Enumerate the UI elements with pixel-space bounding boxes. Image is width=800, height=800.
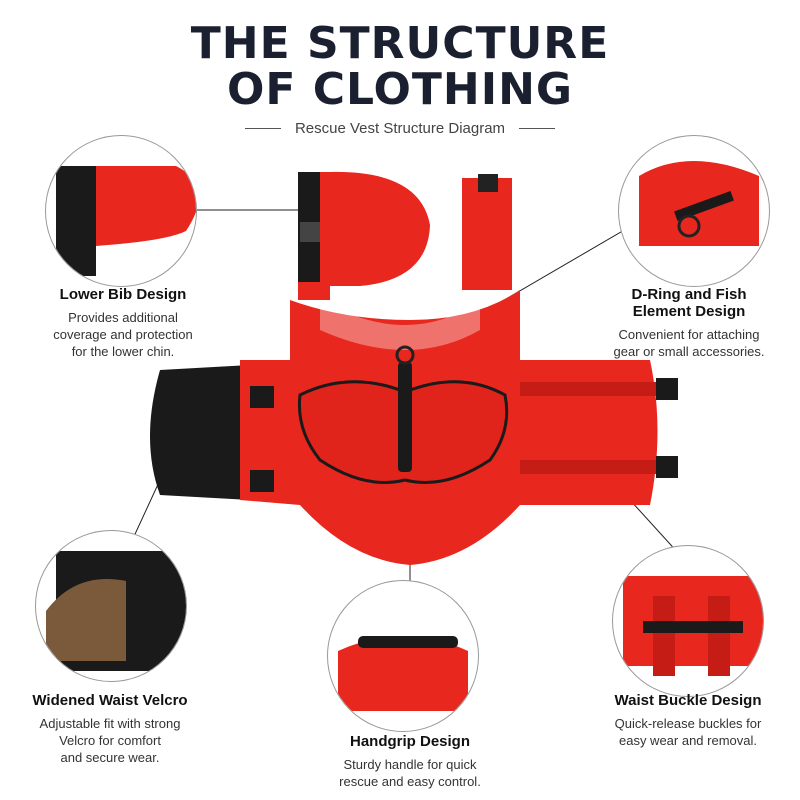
inset-handgrip [327, 580, 479, 732]
buckle-right-lower [656, 456, 678, 478]
buckle-left-upper [250, 386, 274, 408]
diagram-subtitle: Rescue Vest Structure Diagram [294, 120, 506, 137]
callout-waist-buckle-heading: Waist Buckle Design [614, 692, 762, 709]
subtitle-rule-right [519, 128, 556, 129]
buckle-left-lower [250, 470, 274, 492]
callout-lower-bib-text-3: for the lower chin. [71, 344, 175, 359]
inset-d-ring [618, 135, 770, 287]
callout-handgrip-heading: Handgrip Design [349, 733, 470, 750]
callout-d-ring: D-Ring and Fish Element Design Convenien… [569, 286, 800, 360]
lower-bib [298, 171, 430, 300]
callout-lower-bib: Lower Bib Design Provides additional cov… [3, 286, 243, 360]
callout-d-ring-text-2: gear or small accessories. [613, 344, 765, 359]
callout-waist-velcro: Widened Waist Velcro Adjustable fit with… [0, 692, 230, 766]
page-title-line-1: THE STRUCTURE [190, 18, 610, 69]
waist-velcro-panel [150, 365, 250, 500]
callout-waist-velcro-heading: Widened Waist Velcro [32, 692, 188, 709]
inset-lower-bib [45, 135, 197, 287]
callout-lower-bib-text-1: Provides additional [68, 310, 178, 325]
waist-strap-lower [520, 460, 660, 474]
callout-waist-buckle-text-2: easy wear and removal. [618, 733, 757, 748]
d-ring [395, 345, 415, 365]
callout-waist-velcro-text-2: Velcro for comfort [59, 733, 161, 748]
callout-waist-buckle: Waist Buckle Design Quick-release buckle… [568, 692, 800, 749]
callout-d-ring-heading-1: D-Ring and Fish [631, 286, 747, 303]
waist-strap-upper [520, 382, 660, 396]
callout-handgrip-text-2: rescue and easy control. [339, 774, 481, 789]
callout-waist-velcro-text-1: Adjustable fit with strong [39, 716, 181, 731]
callout-waist-velcro-text-3: and secure wear. [60, 750, 160, 765]
inset-waist-buckle [612, 545, 764, 697]
callout-lower-bib-heading: Lower Bib Design [59, 286, 187, 303]
callout-waist-buckle-text-1: Quick-release buckles for [614, 716, 762, 731]
callout-handgrip-text-1: Sturdy handle for quick [343, 757, 477, 772]
subtitle-row: Rescue Vest Structure Diagram [0, 120, 800, 137]
handgrip-handle [398, 362, 412, 472]
vest-neck [290, 290, 520, 360]
subtitle-rule-left [244, 128, 281, 129]
vest-neck-inner [320, 300, 480, 350]
callout-handgrip: Handgrip Design Sturdy handle for quick … [290, 733, 530, 790]
callout-d-ring-text-1: Convenient for attaching [618, 327, 760, 342]
shoulder-strap [462, 174, 512, 290]
page-title-line-2: OF CLOTHING [226, 64, 574, 115]
callout-d-ring-heading-2: Element Design [632, 303, 746, 320]
inset-waist-velcro [35, 530, 187, 682]
buckle-right-upper [656, 378, 678, 400]
callout-lower-bib-text-2: coverage and protection [53, 327, 193, 342]
